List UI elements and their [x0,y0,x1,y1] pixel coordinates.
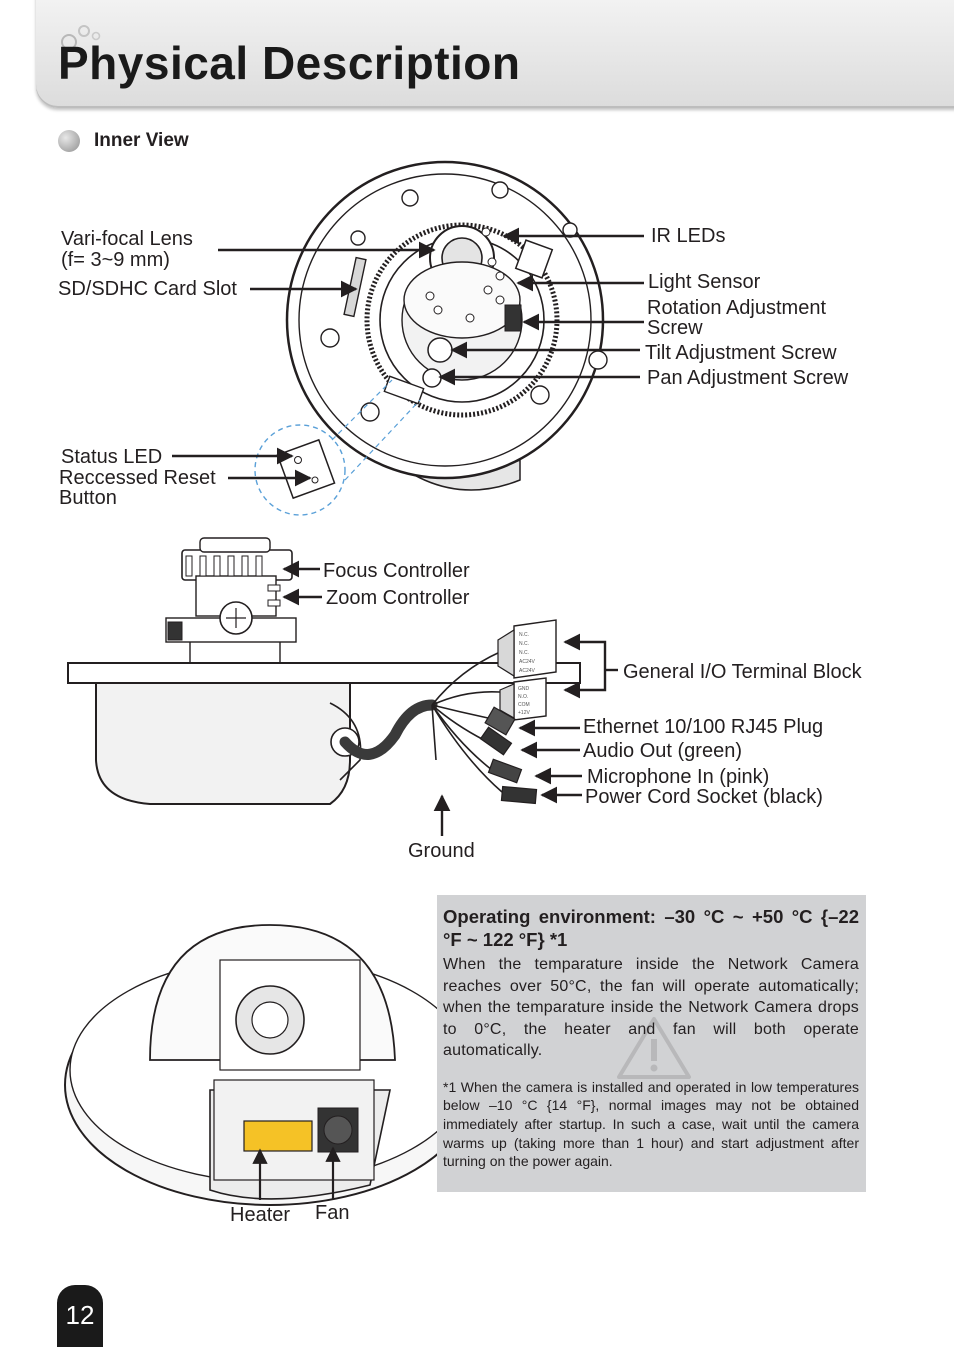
fan-label: Fan [315,1202,350,1224]
heater-label: Heater [230,1204,291,1226]
svg-text:AC24V: AC24V [519,659,536,665]
page-title: Physical Description [58,37,521,89]
ground-label: Ground [408,840,475,862]
io-terminal-label: General I/O Terminal Block [623,661,862,683]
page-header [36,0,954,108]
terminal-block-1: N.C. N.C. N.C. AC24V AC24V [497,619,557,679]
ethernet-label: Ethernet 10/100 RJ45 Plug [583,716,824,738]
svg-text:+12V: +12V [518,710,530,716]
svg-text:AC24V: AC24V [519,668,536,674]
light-sensor-label: Light Sensor [648,271,761,293]
terminal-block-2: GND N.O. COM +12V [499,677,547,721]
microphone-label: Microphone In (pink) [587,766,770,788]
sd-card-slot-label: SD/SDHC Card Slot [58,278,237,300]
svg-text:N.C.: N.C. [519,650,529,656]
svg-text:N.C.: N.C. [519,641,529,647]
rotation-screw-label-2: Screw [647,317,703,339]
camera-cutaway-view [64,924,476,1206]
audio-out-label: Audio Out (green) [583,740,742,762]
varifocal-lens-label: Vari-focal Lens [61,228,193,250]
section-heading: Inner View [58,130,189,152]
varifocal-range-label: (f= 3~9 mm) [61,249,170,271]
bubbles-decoration-icon [61,25,101,50]
note-heading: Operating environment: –30 °C ~ +50 °C {… [443,906,859,950]
svg-text:COM: COM [518,702,530,708]
section-bullet-icon [58,130,80,152]
warning-icon [617,1017,691,1079]
reset-button-label-2: Button [59,487,117,509]
focus-controller-label: Focus Controller [323,560,470,582]
pan-screw-label: Pan Adjustment Screw [647,367,849,389]
status-led-label: Status LED [61,446,163,468]
camera-side-view [67,537,581,805]
camera-housing-top [285,160,608,491]
note-body: When the temparature inside the Network … [443,956,859,1059]
rotation-screw-label: Rotation Adjustment [647,297,826,319]
section-title: Inner View [94,130,189,151]
note-footnote: *1 When the camera is installed and oper… [443,1078,859,1170]
svg-text:GND: GND [518,686,530,692]
svg-text:N.C.: N.C. [519,632,529,638]
operating-environment-note: Operating environment: –30 °C ~ +50 °C {… [437,895,866,1192]
reset-button-label: Reccessed Reset [59,467,216,489]
tilt-screw-label: Tilt Adjustment Screw [645,342,837,364]
power-socket-label: Power Cord Socket (black) [585,786,823,808]
zoom-controller-label: Zoom Controller [326,587,470,609]
ir-leds-label: IR LEDs [651,225,726,247]
page-number: 12 [57,1285,103,1347]
svg-text:N.O.: N.O. [518,694,528,700]
heater-block [243,1120,313,1152]
